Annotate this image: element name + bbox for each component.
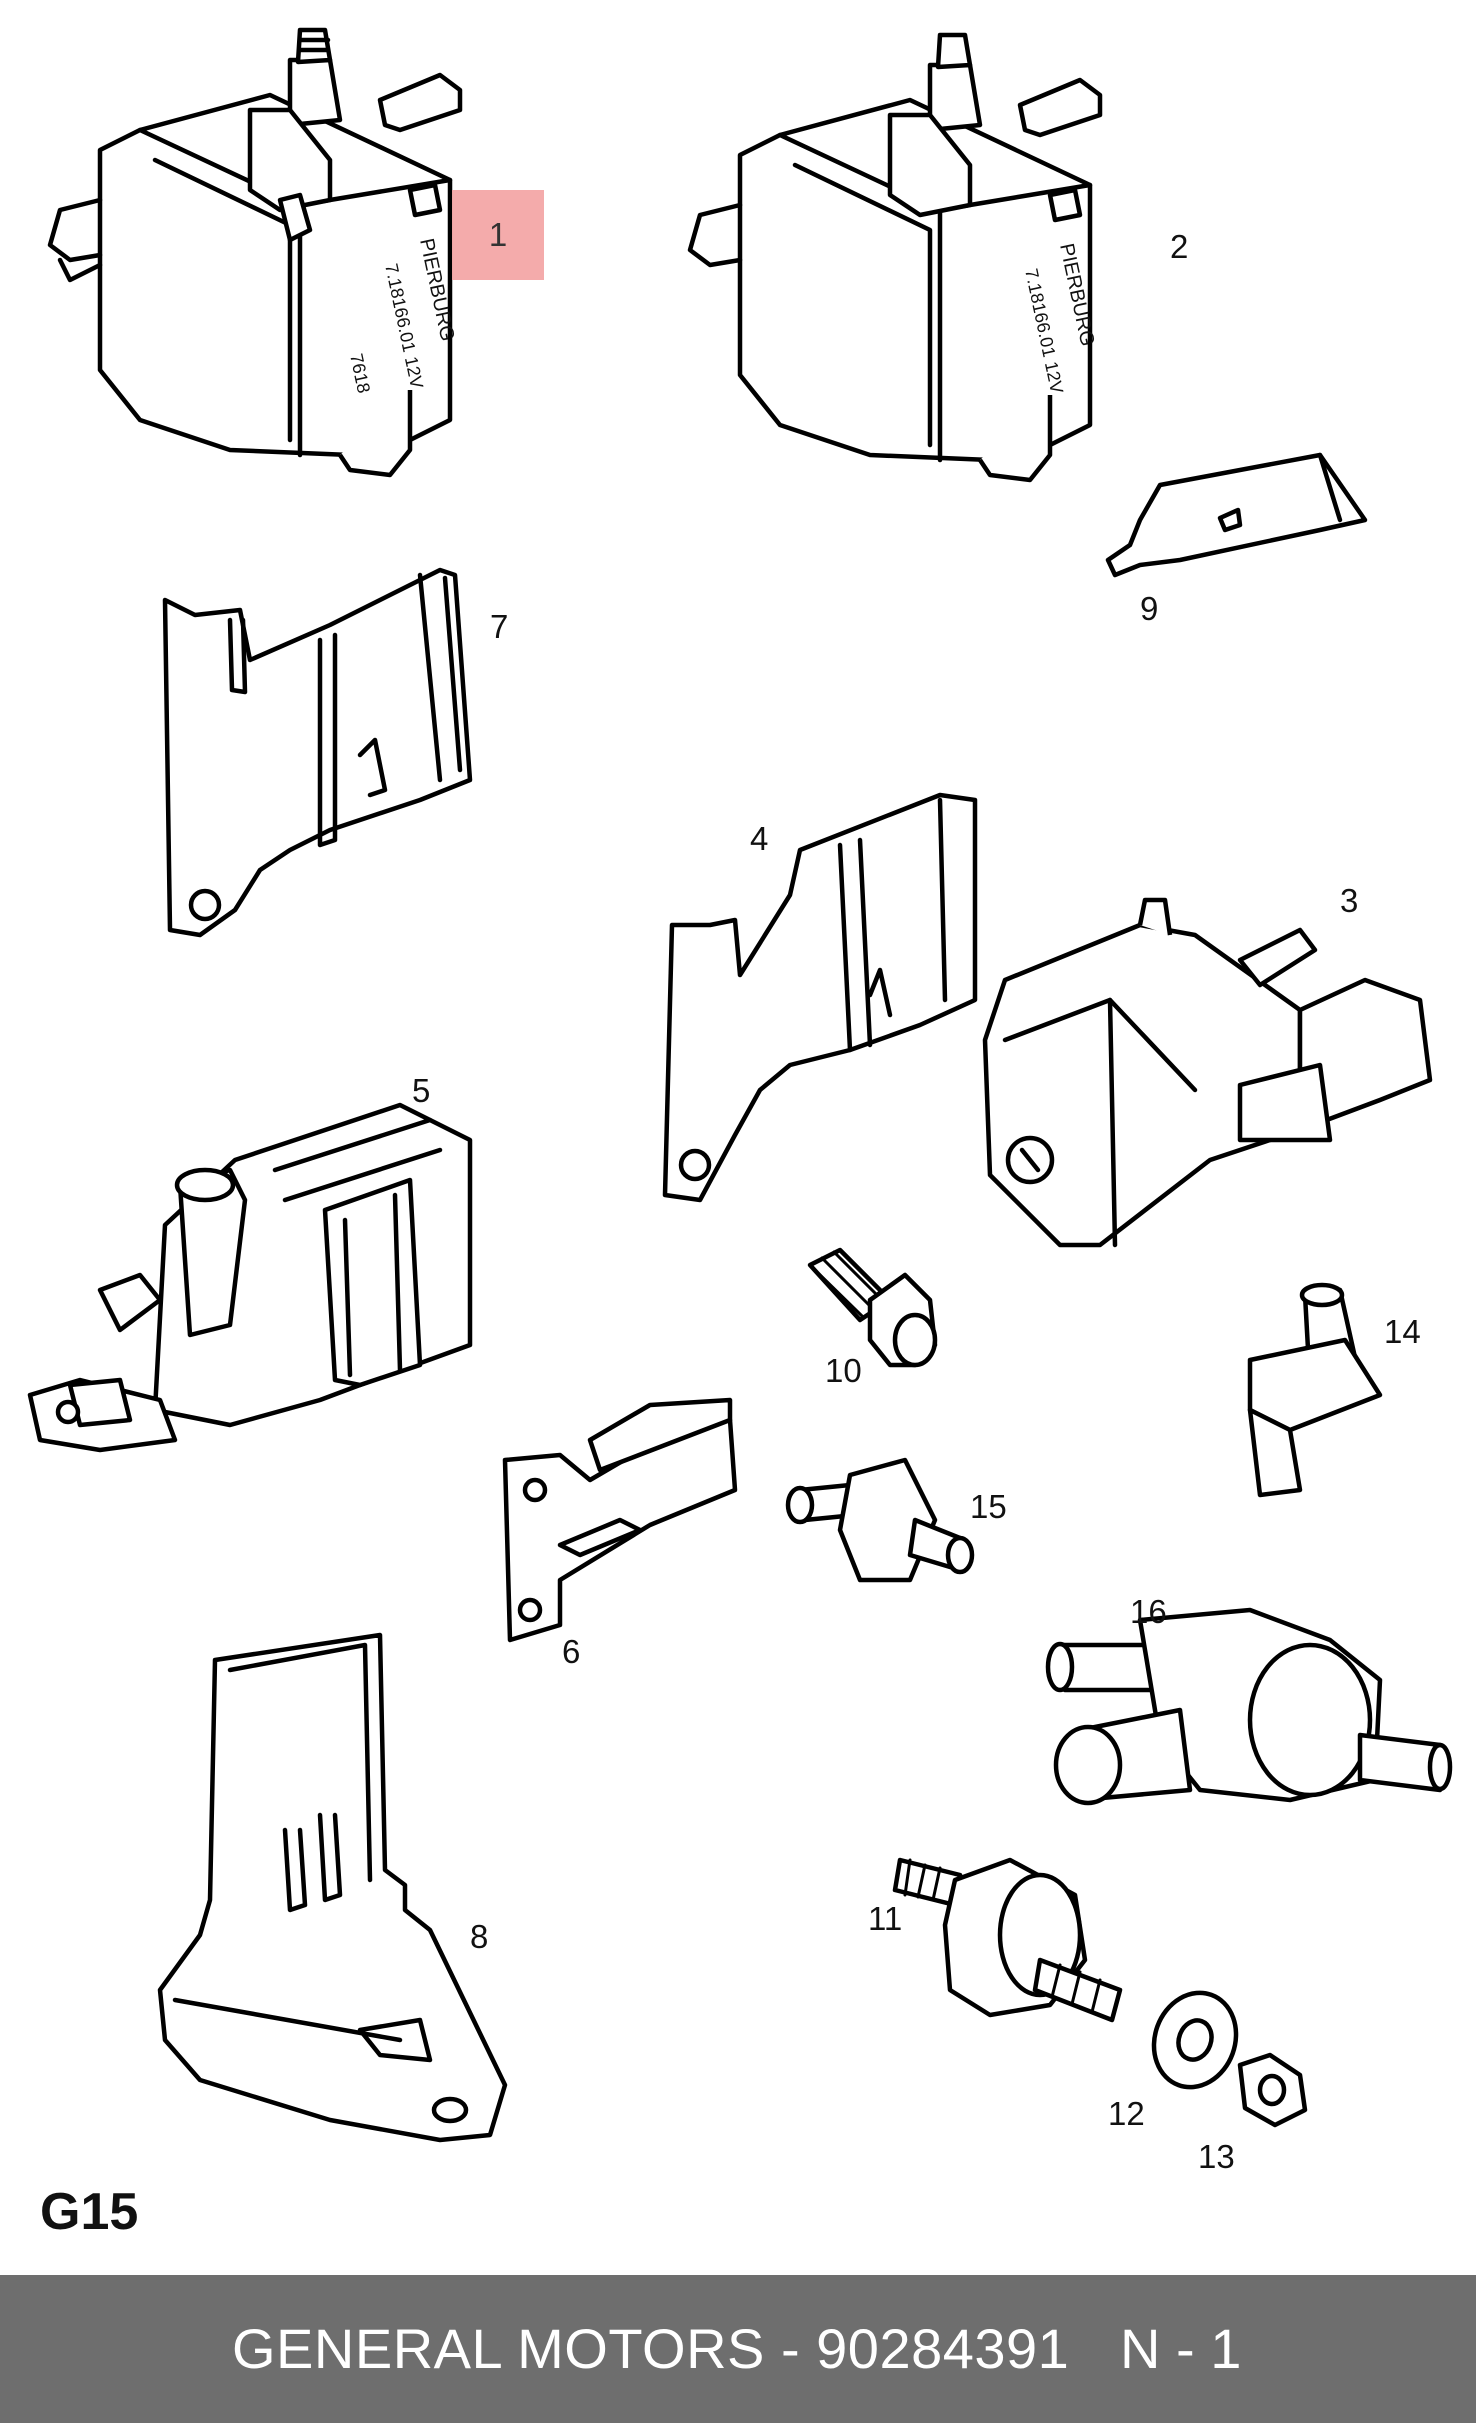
callout-8: 8 — [470, 1918, 488, 1955]
part-6-bracket-drawing — [502, 1397, 738, 1643]
parts-drawing: PIERBURG 7.18166.01 12V 7618 PIERBURG 7.… — [27, 27, 1453, 2175]
callout-15: 15 — [970, 1488, 1007, 1525]
callout-2: 2 — [1170, 228, 1188, 265]
footer-bar: GENERAL MOTORS - 90284391 N - 1 — [0, 2275, 1476, 2423]
callout-10: 10 — [825, 1352, 862, 1389]
part-12-washer-drawing — [1151, 1990, 1239, 2090]
callout-5: 5 — [412, 1072, 430, 1109]
callout-labels: 2 9 7 4 3 5 14 10 15 6 16 11 8 12 13 — [412, 228, 1421, 2175]
callout-6: 6 — [562, 1633, 580, 1670]
highlight-marker — [452, 190, 544, 280]
callout-11: 11 — [868, 1900, 902, 1937]
part-9-bracket-drawing — [1105, 452, 1368, 578]
brand-name: GENERAL MOTORS — [232, 2317, 765, 2380]
callout-7: 7 — [490, 608, 508, 645]
callout-12: 12 — [1108, 2095, 1145, 2132]
part-15-inline-valve-drawing — [785, 1457, 975, 1583]
part-4-bracket-drawing — [662, 792, 978, 1203]
part-13-nut-drawing — [1237, 2052, 1308, 2128]
parts-diagram: PIERBURG 7.18166.01 12V 7618 PIERBURG 7.… — [27, 27, 1453, 2241]
quantity-label: N - 1 — [1120, 2317, 1242, 2380]
part-10-screw-drawing — [807, 1247, 938, 1368]
separator: - — [780, 2317, 801, 2380]
callout-3: 3 — [1340, 882, 1358, 919]
callout-14: 14 — [1384, 1313, 1421, 1350]
footer-part-info: GENERAL MOTORS - 90284391 — [232, 2275, 1069, 2423]
part-3-valve-drawing — [982, 897, 1433, 1248]
callout-13: 13 — [1198, 2138, 1235, 2175]
callout-4: 4 — [750, 820, 768, 857]
group-code: G15 — [40, 2183, 139, 2241]
part-7-bracket-drawing — [162, 567, 473, 938]
part-16-three-way-valve-drawing — [1045, 1607, 1453, 1806]
part-2-valve-drawing: PIERBURG 7.18166.01 12V — [687, 32, 1103, 483]
part-14-vacuum-valve-drawing — [1247, 1282, 1383, 1498]
part-1-valve-drawing: PIERBURG 7.18166.01 12V 7618 — [47, 27, 463, 478]
callout-1: 1 — [488, 216, 508, 253]
part-11-stud-mount-drawing — [892, 1857, 1123, 2023]
callout-9: 9 — [1140, 590, 1158, 627]
part-8-bracket-drawing — [157, 1632, 508, 2143]
callout-16: 16 — [1130, 1593, 1167, 1630]
part-5-valve-drawing — [27, 1102, 473, 1453]
part-number: 90284391 — [816, 2317, 1070, 2380]
